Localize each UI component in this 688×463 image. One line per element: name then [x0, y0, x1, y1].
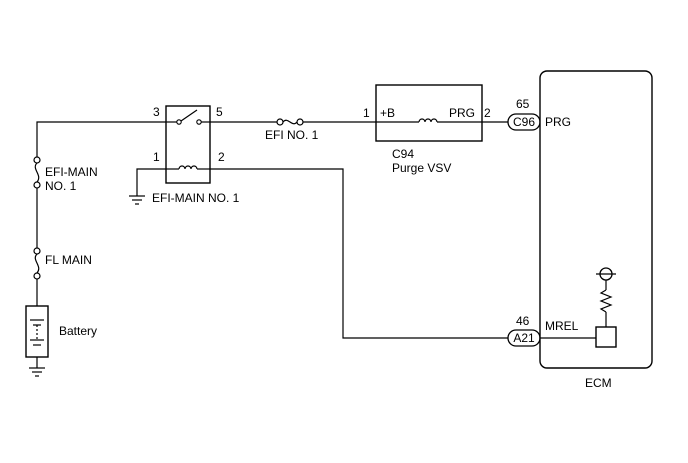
- relay-name-label: EFI-MAIN NO. 1: [152, 191, 240, 205]
- vsv-name-label: Purge VSV: [392, 161, 451, 175]
- efi-main-label-line1: EFI-MAIN: [45, 165, 98, 179]
- left-feed-wire: [36, 121, 166, 368]
- ecm-mrel-circuit: [540, 267, 617, 348]
- ecm-prg-label: PRG: [545, 115, 571, 129]
- mrel-wire: [210, 168, 508, 339]
- battery: [25, 305, 49, 358]
- battery-label: Battery: [59, 324, 97, 338]
- relay-switch-icon: [166, 109, 210, 125]
- efi-main-fuse: [33, 156, 41, 189]
- purge-vsv-box: [375, 84, 483, 142]
- ecm-label: ECM: [585, 376, 612, 390]
- ecm-pin-46: 46: [516, 314, 530, 328]
- efi-no1-fuse: [276, 118, 304, 126]
- vsv-pin-1: 1: [363, 106, 370, 120]
- relay-pin-5: 5: [216, 105, 223, 119]
- relay-coil-icon: [166, 165, 210, 170]
- ecm-driver-block: [595, 326, 617, 348]
- connector-c96-label: C96: [513, 115, 535, 129]
- relay-box: [165, 105, 211, 184]
- relay-pin-1: 1: [153, 150, 160, 164]
- fl-main-fuse: [33, 247, 41, 280]
- ecm-pin-65: 65: [516, 97, 530, 111]
- efi-main-label-line2: NO. 1: [45, 179, 77, 193]
- vsv-coil-icon: [376, 118, 482, 123]
- efi-no1-label: EFI NO. 1: [265, 128, 319, 142]
- relay-pin-3: 3: [153, 105, 160, 119]
- relay-ground-wire: [129, 168, 166, 205]
- resistor-icon: [599, 289, 613, 313]
- battery-ground-icon: [29, 367, 45, 377]
- vsv-code-label: C94: [392, 147, 414, 161]
- connector-c96: C96: [507, 113, 541, 131]
- connector-a21: A21: [507, 329, 541, 347]
- vsv-pin-2: 2: [484, 106, 491, 120]
- connector-a21-label: A21: [513, 331, 535, 345]
- fl-main-label: FL MAIN: [45, 253, 92, 267]
- ecm-box: [539, 70, 653, 369]
- vsv-prg-label: PRG: [449, 106, 475, 120]
- vsv-plus-b-label: +B: [380, 106, 395, 120]
- ecm-mrel-label: MREL: [545, 319, 579, 333]
- relay-pin-2: 2: [218, 150, 225, 164]
